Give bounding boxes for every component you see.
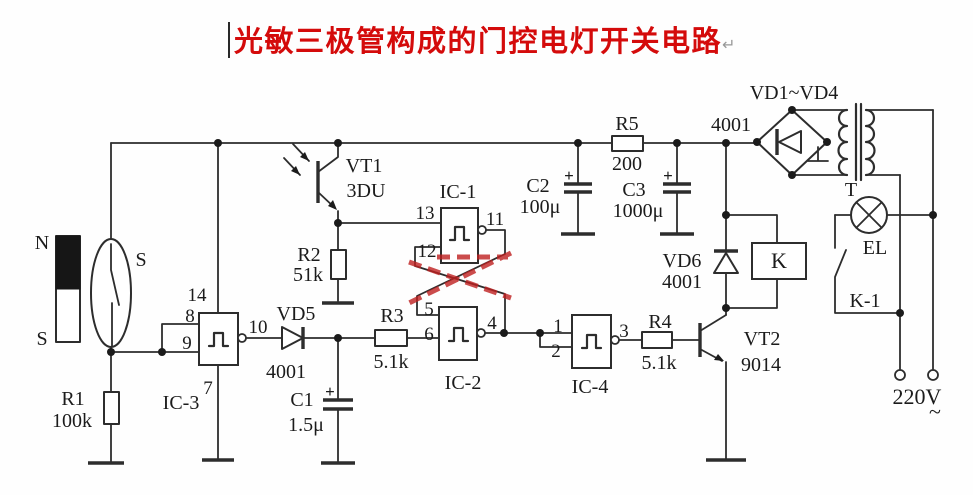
- magnet-symbol: [55, 235, 81, 343]
- document-title: 光敏三极管构成的门控电灯开关电路 ↵: [228, 22, 735, 58]
- label-ic4-pin3: 3: [619, 321, 629, 342]
- label-ic3: IC-3: [163, 392, 200, 414]
- label-r4-value: 5.1k: [642, 352, 677, 374]
- transformer-symbol: [837, 102, 876, 182]
- label-r5-value: 200: [612, 153, 642, 175]
- label-ic3-pin14: 14: [188, 285, 208, 306]
- label-c3-plus: +: [663, 166, 673, 185]
- resistor-r1-symbol: [103, 391, 120, 425]
- label-c3-value: 1000μ: [613, 200, 664, 222]
- watermark-cross: [407, 250, 513, 306]
- label-ic1-pin11: 11: [486, 209, 504, 230]
- transistor-vt2-symbol: [698, 323, 724, 361]
- label-vt1-value: 3DU: [347, 180, 386, 202]
- mains-terminal-right: [927, 369, 939, 381]
- gate-ic4-symbol: [571, 314, 620, 369]
- label-ic3-pin10: 10: [249, 317, 268, 338]
- label-c2-plus: +: [564, 166, 574, 185]
- label-mains-voltage: 220V: [893, 384, 942, 409]
- relay-coil-symbol: [751, 242, 807, 280]
- label-ic3-pin8: 8: [185, 306, 195, 327]
- paragraph-mark: ↵: [722, 35, 735, 54]
- label-r3: R3: [380, 305, 403, 327]
- label-reed-s: S: [135, 249, 146, 271]
- label-ic1: IC-1: [440, 181, 477, 203]
- resistor-r2-symbol: [330, 249, 347, 280]
- label-ic3-pin7: 7: [203, 378, 213, 399]
- label-magnet-s: S: [36, 328, 47, 350]
- label-vt2-value: 9014: [741, 354, 781, 376]
- label-magnet-n: N: [35, 232, 49, 254]
- label-c3: C3: [622, 179, 645, 201]
- gate-ic3-symbol: [198, 312, 247, 366]
- label-c2: C2: [526, 175, 549, 197]
- label-mains-ac: ~: [929, 399, 941, 424]
- diode-vd5-symbol: [281, 326, 305, 350]
- label-vt2: VT2: [744, 328, 781, 350]
- label-ic3-pin9: 9: [182, 333, 192, 354]
- label-relay-k: K: [771, 248, 787, 273]
- label-r1-value: 100k: [52, 410, 92, 432]
- page-title: 光敏三极管构成的门控电灯开关电路: [234, 24, 722, 58]
- label-transformer: T: [845, 179, 857, 201]
- resistor-r5-symbol: [611, 135, 644, 152]
- label-vt1: VT1: [346, 155, 383, 177]
- label-ic4-pin1: 1: [553, 316, 563, 337]
- junction-dots: [107, 106, 937, 356]
- phototransistor-vt1-symbol: [283, 143, 337, 210]
- label-c1-plus: +: [325, 382, 335, 401]
- label-c1-value: 1.5μ: [288, 414, 324, 436]
- label-vd6: VD6: [663, 250, 702, 272]
- reed-switch-symbol: [90, 238, 132, 348]
- label-ic4-pin2: 2: [551, 341, 561, 362]
- label-r5: R5: [615, 113, 638, 135]
- gate-ic2-symbol: [438, 306, 486, 361]
- label-bridge: VD1~VD4: [750, 82, 839, 104]
- label-c2-value: 100μ: [520, 196, 561, 218]
- label-vd5: VD5: [277, 303, 316, 325]
- label-ic4: IC-4: [572, 376, 609, 398]
- label-ic2-pin6: 6: [424, 324, 434, 345]
- label-relay-contact: K-1: [849, 290, 880, 312]
- label-r3-value: 5.1k: [374, 351, 409, 373]
- label-ic2-pin4: 4: [487, 313, 497, 334]
- diode-vd6-symbol: [713, 249, 739, 274]
- bridge-rectifier-symbol: [756, 109, 829, 176]
- resistor-r4-symbol: [641, 331, 673, 349]
- label-ic1-pin13: 13: [416, 203, 435, 224]
- label-vd5-value: 4001: [266, 361, 306, 383]
- gate-ic1-symbol: [440, 207, 487, 264]
- label-r4: R4: [648, 311, 671, 333]
- label-r1: R1: [61, 388, 84, 410]
- label-ic1-pin12: 12: [418, 241, 437, 262]
- wires: [88, 109, 934, 465]
- label-bridge-value: 4001: [711, 114, 751, 136]
- label-lamp: EL: [863, 237, 887, 259]
- label-c1: C1: [290, 389, 313, 411]
- mains-terminal-left: [894, 369, 906, 381]
- label-r2: R2: [297, 244, 320, 266]
- label-ic2: IC-2: [445, 372, 482, 394]
- label-ic2-pin5: 5: [424, 299, 434, 320]
- resistor-r3-symbol: [374, 329, 408, 347]
- lamp-symbol: [850, 196, 888, 234]
- label-r2-value: 51k: [293, 264, 323, 286]
- label-vd6-value: 4001: [662, 271, 702, 293]
